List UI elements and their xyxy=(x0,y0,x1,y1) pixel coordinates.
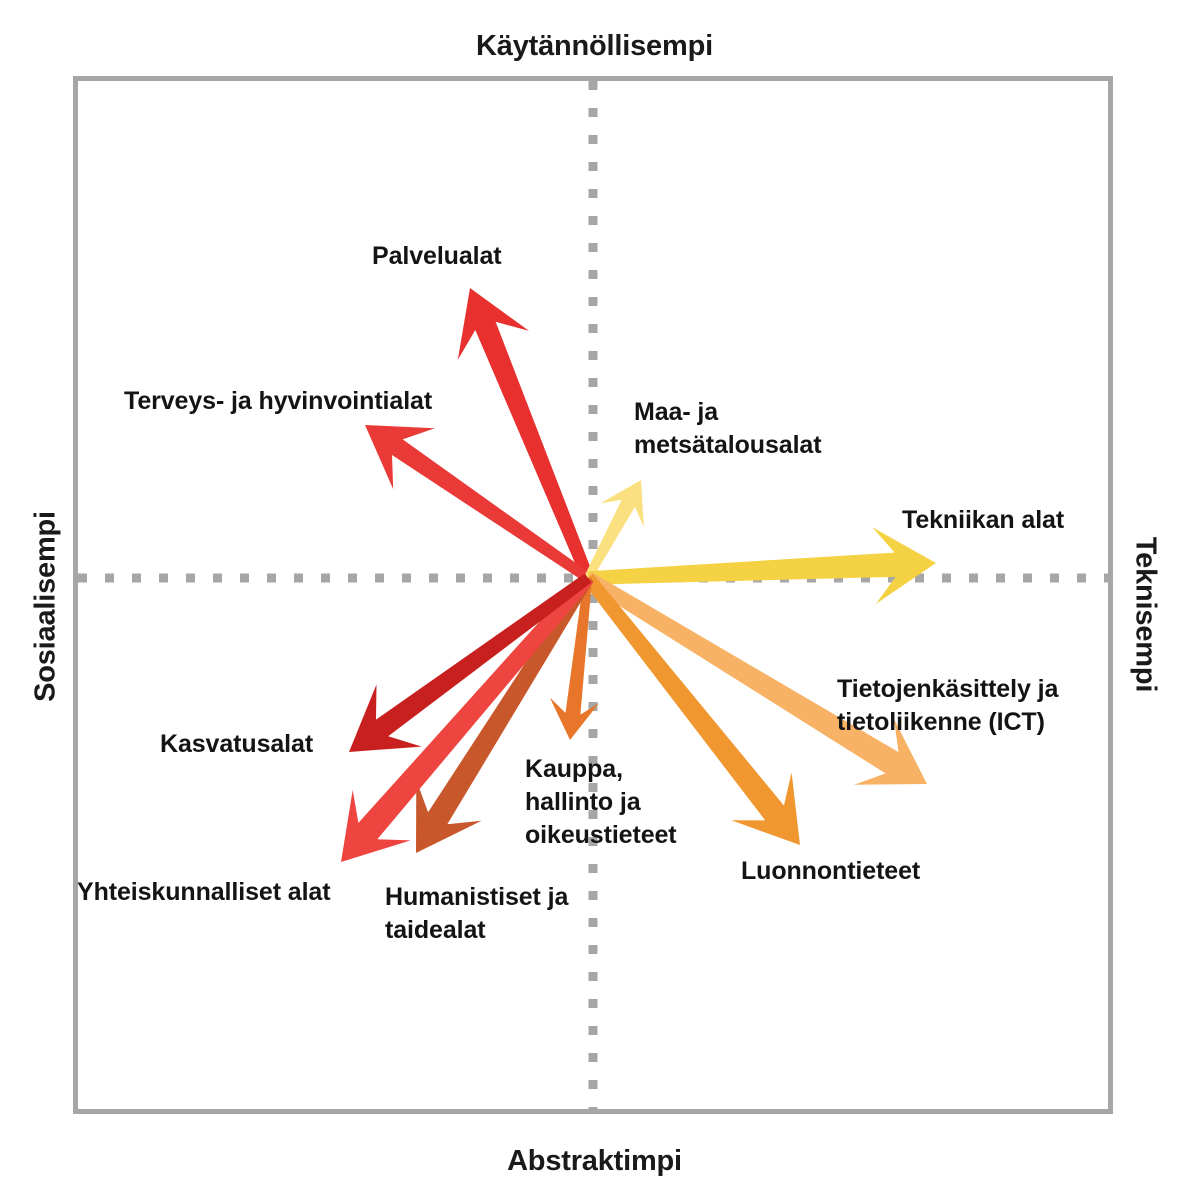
sector-label-text: Luonnontieteet xyxy=(741,857,921,885)
sector-label-text-line1: Maa- ja xyxy=(634,398,719,426)
sector-label-luonnontieteet: Luonnontieteet xyxy=(741,855,920,888)
arrow-luonnontieteet xyxy=(582,573,800,845)
sector-label-text-line3: oikeustieteet xyxy=(525,821,677,849)
sector-label-maa-ja-metsatalousalat: Maa- ja metsätalousalat xyxy=(634,396,822,462)
sector-label-palvelualat: Palvelualat xyxy=(372,240,502,273)
sector-label-text-line1: Tietojenkäsittely ja xyxy=(837,675,1059,703)
arrow-kauppa-hallinto-ja-oikeustieteet xyxy=(549,577,600,740)
arrow-yhteiskunnalliset-alat xyxy=(341,573,594,862)
sector-label-text-line1: Humanistiset ja xyxy=(385,883,569,911)
sector-label-text: Palvelualat xyxy=(372,242,502,270)
arrow-palvelualat xyxy=(457,288,594,581)
sector-label-text: Yhteiskunnalliset alat xyxy=(77,878,331,906)
axis-label-bottom: Abstraktimpi xyxy=(507,1145,682,1177)
sector-label-terveys-ja-hyvinvointialat: Terveys- ja hyvinvointialat xyxy=(124,385,432,418)
sector-label-text: Tekniikan alat xyxy=(902,506,1065,534)
sector-label-humanistiset-ja-taidealat: Humanistiset ja taidealat xyxy=(385,881,568,947)
sector-label-text: Kasvatusalat xyxy=(160,730,314,758)
arrow-tietojenkasittely-ja-tietoliikenne-ict xyxy=(584,572,927,785)
sector-label-ict: Tietojenkäsittely ja tietoliikenne (ICT) xyxy=(837,673,1058,739)
arrow-maa-ja-metsatalousalat xyxy=(584,480,644,580)
arrow-tekniikan-alat xyxy=(587,527,936,605)
sector-label-kasvatusalat: Kasvatusalat xyxy=(160,728,313,761)
sector-label-text-line2: tietoliikenne (ICT) xyxy=(837,708,1045,736)
axis-label-top: Käytännöllisempi xyxy=(476,30,713,62)
sector-label-text: Terveys- ja hyvinvointialat xyxy=(124,387,433,415)
sector-label-tekniikan-alat: Tekniikan alat xyxy=(902,504,1064,537)
sector-label-yhteiskunnalliset-alat: Yhteiskunnalliset alat xyxy=(77,876,331,909)
sector-label-text-line2: taidealat xyxy=(385,916,486,944)
sector-label-text-line1: Kauppa, xyxy=(525,755,623,783)
arrow-kasvatusalat xyxy=(349,573,592,752)
sector-label-text-line2: hallinto ja xyxy=(525,788,641,816)
sector-label-text-line2: metsätalousalat xyxy=(634,431,822,459)
arrow-terveys-ja-hyvinvointialat xyxy=(365,425,591,583)
arrow-humanistiset-ja-taidealat xyxy=(416,574,594,853)
arrow-layer xyxy=(341,288,936,862)
sector-label-kauppa-hallinto-ja-oikeustieteet: Kauppa, hallinto ja oikeustieteet xyxy=(525,753,677,852)
